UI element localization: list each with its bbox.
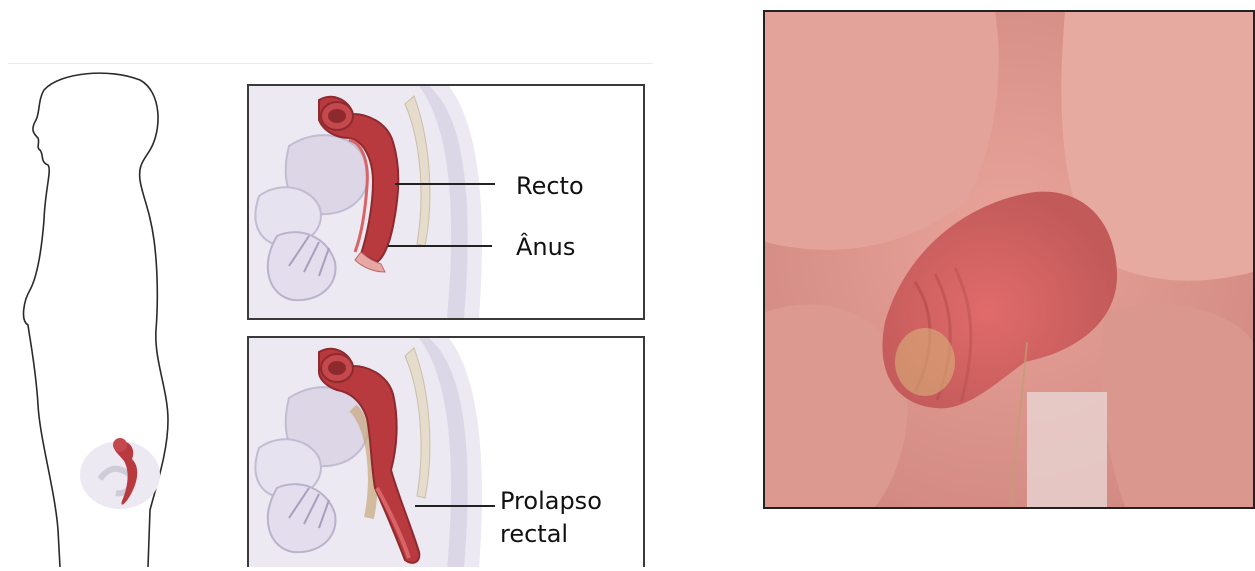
anus-leader-line [388, 245, 492, 247]
female-body-silhouette [0, 70, 240, 567]
prolapse-label: Prolapso rectal [500, 485, 650, 551]
rectal-prolapse-clinical-photo [763, 10, 1255, 509]
divider-line [8, 63, 653, 64]
normal-rectum-panel [247, 84, 645, 320]
rectum-leader-line [395, 183, 495, 185]
silhouette-drawing [0, 70, 240, 567]
prolapse-leader-line [415, 505, 495, 507]
rectum-label: Recto [516, 172, 584, 200]
anus-label: Ânus [516, 233, 575, 261]
clinical-photo-drawing [765, 12, 1253, 507]
silhouette-pelvis-inset [80, 438, 160, 509]
normal-rectum-cross-section [249, 86, 643, 318]
